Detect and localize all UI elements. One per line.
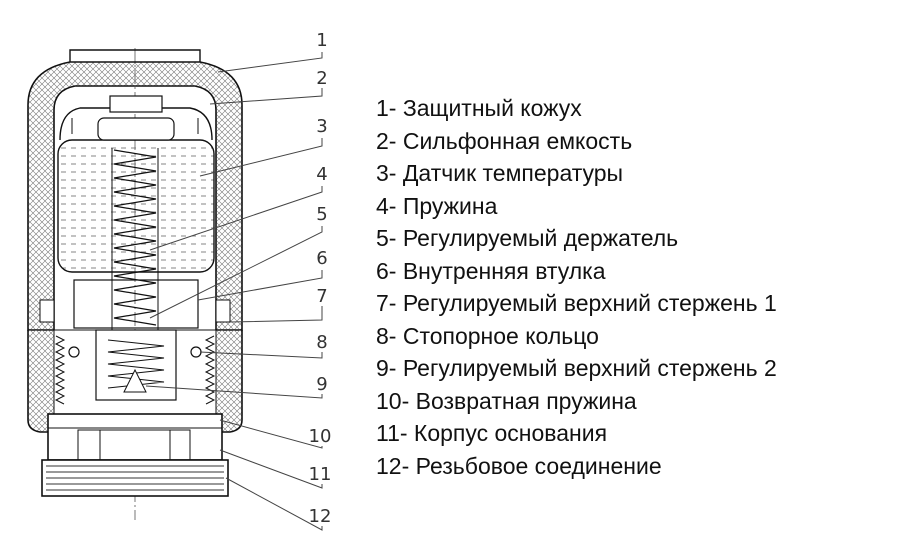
leader-7 <box>229 306 323 323</box>
legend-item: 10- Возвратная пружина <box>376 387 637 414</box>
retaining-ring-right <box>190 346 202 358</box>
legend-item: 3- Датчик температуры <box>376 160 624 186</box>
leader-5 <box>149 226 323 319</box>
legend-item: 1- Защитный кожух <box>376 95 582 121</box>
leader-2 <box>209 88 323 105</box>
callout-6: 6 <box>316 248 327 269</box>
leader-10 <box>219 419 323 449</box>
callout-5: 5 <box>316 204 327 225</box>
callout-9: 9 <box>316 374 327 395</box>
cap-top-rim <box>69 49 201 62</box>
upper-rod <box>95 329 177 401</box>
legend-item: 2- Сильфонная емкость <box>376 127 633 154</box>
legend-item: 7- Регулируемый верхний стержень 1 <box>376 290 777 316</box>
leader-3 <box>199 138 323 177</box>
callout-12: 12 <box>309 506 332 527</box>
base-body <box>47 413 223 461</box>
legend-item: 6- Внутренняя втулка <box>376 257 606 284</box>
temperature-sensor <box>97 117 175 141</box>
parts-legend: 1- Защитный кожух 2- Сильфонная емкость … <box>376 92 777 482</box>
callout-4: 4 <box>316 164 327 185</box>
callout-10: 10 <box>309 426 332 447</box>
leader-8 <box>199 351 323 359</box>
adjustable-holder-threads <box>54 335 66 405</box>
legend-item: 12- Резьбовое соединение <box>376 452 662 479</box>
leader-6 <box>197 270 323 301</box>
callout-7: 7 <box>316 286 327 307</box>
legend-item: 9- Регулируемый верхний стержень 2 <box>376 355 777 381</box>
callout-8: 8 <box>316 332 327 353</box>
legend-item: 5- Регулируемый держатель <box>376 225 679 251</box>
callout-11: 11 <box>309 464 332 485</box>
legend-item: 8- Стопорное кольцо <box>376 322 599 349</box>
leader-11 <box>219 449 323 489</box>
thermostat-cross-section-drawing: 1 2 3 4 5 6 7 8 9 10 11 12 <box>27 30 332 531</box>
legend-item: 4- Пружина <box>376 192 498 219</box>
return-spring <box>107 339 165 389</box>
callout-2: 2 <box>316 68 327 89</box>
inner-bushing <box>73 279 199 329</box>
retaining-ring-left <box>68 346 80 358</box>
leader-9 <box>145 385 323 399</box>
leader-4 <box>149 186 323 251</box>
legend-item: 11- Корпус основания <box>376 420 608 446</box>
callout-3: 3 <box>316 116 327 137</box>
leader-12 <box>225 477 323 531</box>
main-spring <box>113 149 157 326</box>
leader-1 <box>217 52 323 73</box>
callout-1: 1 <box>316 30 327 51</box>
